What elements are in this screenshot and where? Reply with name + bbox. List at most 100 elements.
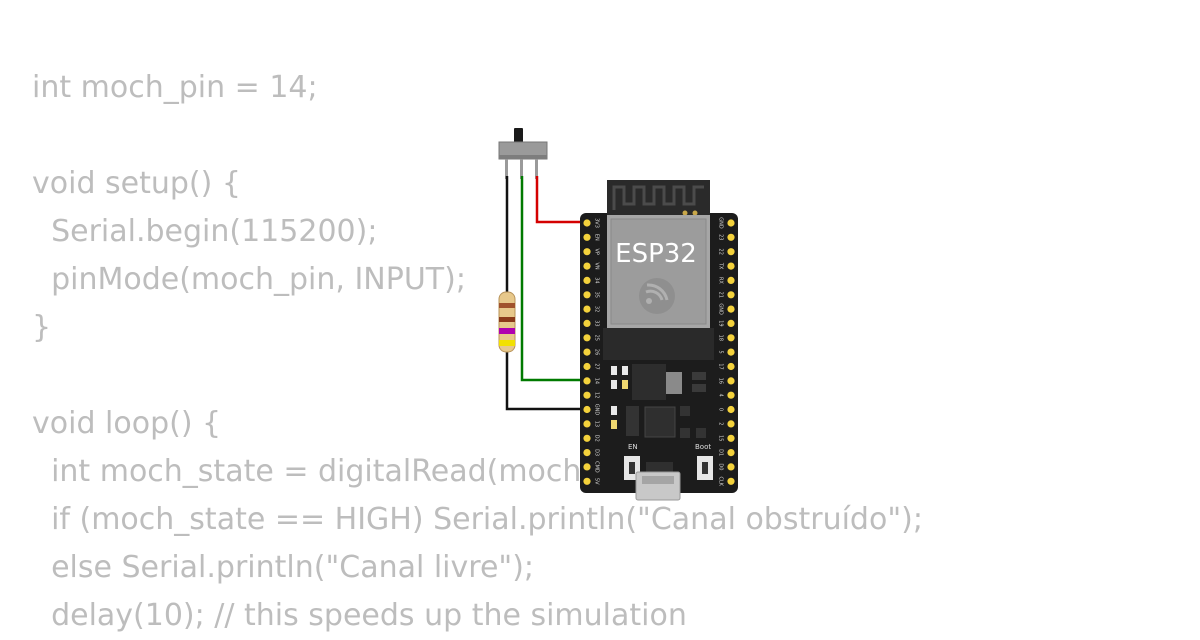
code-line: } — [32, 310, 52, 345]
right-pin-label: 5 — [718, 351, 724, 354]
right-pin-18[interactable] — [727, 334, 735, 342]
board-label: ESP32 — [615, 239, 697, 269]
right-pin-gnd[interactable] — [727, 219, 735, 227]
left-pin-d2[interactable] — [583, 434, 591, 442]
left-pin-gnd[interactable] — [583, 405, 591, 414]
right-pin-clk[interactable] — [727, 477, 735, 485]
left-pin-3v3[interactable] — [583, 219, 591, 227]
en-label: EN — [628, 443, 638, 451]
left-pin-label: D2 — [594, 435, 600, 442]
right-pin-4[interactable] — [727, 391, 735, 399]
left-pin-label: 32 — [594, 306, 600, 312]
right-pin-label: 17 — [718, 363, 724, 369]
right-pin-19[interactable] — [727, 319, 735, 327]
left-pin-label: 5V — [594, 478, 600, 485]
right-pin-rx[interactable] — [727, 276, 735, 284]
left-pin-label: EN — [594, 234, 600, 241]
left-pin-d3[interactable] — [583, 449, 591, 457]
left-pin-25[interactable] — [583, 334, 591, 342]
right-pin-gnd[interactable] — [727, 305, 735, 313]
right-pin-label: 18 — [718, 335, 724, 341]
left-pin-26[interactable] — [583, 348, 591, 356]
left-pin-label: 33 — [594, 320, 600, 326]
right-pin-tx[interactable] — [727, 262, 735, 270]
left-pin-label: 3V3 — [594, 218, 600, 228]
right-pin-d1[interactable] — [727, 449, 735, 457]
resistor[interactable] — [498, 291, 516, 353]
right-pin-label: GND — [718, 217, 724, 229]
left-pin-label: 13 — [594, 421, 600, 427]
left-pin-5v[interactable] — [583, 477, 591, 485]
left-pin-27[interactable] — [583, 362, 591, 371]
code-line: pinMode(moch_pin, INPUT); — [32, 262, 466, 297]
right-pin-label: 23 — [718, 234, 724, 240]
right-pin-label: D1 — [718, 449, 724, 456]
left-pin-33[interactable] — [583, 319, 591, 327]
code-line: else Serial.println("Canal livre"); — [32, 550, 535, 585]
right-pin-22[interactable] — [727, 248, 735, 256]
code-line: Serial.begin(115200); — [32, 214, 378, 249]
left-pin-32[interactable] — [583, 305, 591, 313]
slide-switch[interactable] — [498, 128, 548, 179]
right-pin-label: 16 — [718, 378, 724, 384]
left-pin-14[interactable] — [583, 377, 591, 385]
right-pin-label: 2 — [718, 422, 724, 425]
right-pin-17[interactable] — [727, 362, 735, 371]
right-pin-d0[interactable] — [727, 463, 735, 471]
right-pin-label: 19 — [718, 320, 724, 326]
left-pin-vp[interactable] — [583, 248, 591, 256]
left-pin-label: D3 — [594, 449, 600, 456]
left-pin-label: 12 — [594, 392, 600, 398]
left-pin-label: 14 — [594, 378, 600, 384]
right-pin-label: TX — [718, 262, 724, 270]
black-wire — [505, 176, 587, 411]
right-pin-5[interactable] — [727, 348, 735, 356]
left-pin-label: 25 — [594, 335, 600, 341]
red-wire — [535, 176, 587, 224]
right-pin-label: 21 — [718, 292, 724, 298]
right-pin-label: RX — [718, 277, 724, 284]
left-pin-label: GND — [594, 404, 600, 416]
left-pin-en[interactable] — [583, 233, 591, 241]
right-pin-21[interactable] — [727, 291, 735, 299]
left-pin-34[interactable] — [583, 276, 591, 284]
left-pin-13[interactable] — [583, 420, 591, 428]
left-pin-vn[interactable] — [583, 262, 591, 270]
right-pin-label: 22 — [718, 249, 724, 255]
boot-label: Boot — [695, 443, 711, 451]
right-pin-0[interactable] — [727, 405, 735, 414]
code-line: delay(10); // this speeds up the simulat… — [32, 598, 687, 633]
left-pin-12[interactable] — [583, 391, 591, 399]
right-pin-2[interactable] — [727, 420, 735, 428]
left-pin-label: 26 — [594, 349, 600, 355]
right-pin-label: D0 — [718, 463, 724, 470]
esp32-board[interactable]: ESP32 EN Boot — [580, 180, 738, 501]
code-line: int moch_pin = 14; — [32, 70, 318, 105]
right-pin-label: GND — [718, 303, 724, 315]
right-pin-16[interactable] — [727, 377, 735, 385]
right-pin-15[interactable] — [727, 434, 735, 442]
right-pin-23[interactable] — [727, 233, 735, 241]
left-header-pins — [583, 219, 591, 485]
right-pin-label: 4 — [718, 394, 724, 397]
left-pin-label: VP — [594, 248, 600, 254]
code-line: void loop() { — [32, 406, 222, 441]
left-pin-label: 34 — [594, 277, 600, 283]
right-header-pins — [727, 219, 735, 485]
green-wire — [520, 176, 587, 382]
espressif-logo-icon — [639, 278, 675, 314]
right-pin-label: CLK — [718, 477, 724, 487]
left-pin-label: VN — [594, 263, 600, 270]
right-pin-label: 15 — [718, 435, 724, 441]
left-pin-label: 35 — [594, 292, 600, 298]
left-pin-label: CMD — [594, 461, 600, 473]
code-line: void setup() { — [32, 166, 241, 201]
left-pin-label: 27 — [594, 363, 600, 369]
left-pin-35[interactable] — [583, 291, 591, 299]
code-line: if (moch_state == HIGH) Serial.println("… — [32, 502, 923, 537]
right-pin-label: 0 — [718, 408, 724, 411]
left-pin-cmd[interactable] — [583, 463, 591, 471]
